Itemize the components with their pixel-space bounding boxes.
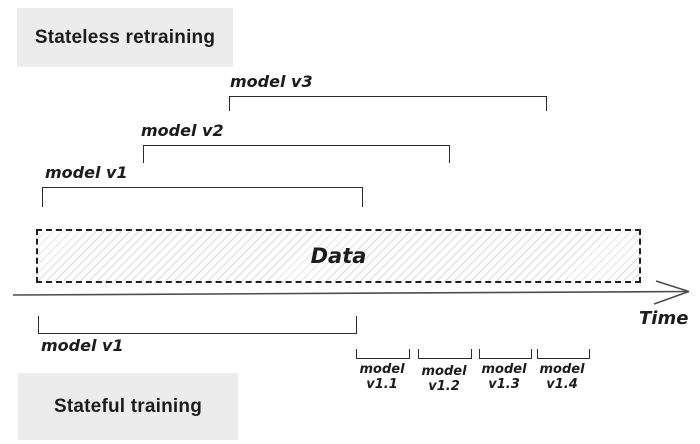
model-v1-4-version: v1.4 <box>546 377 578 392</box>
model-v1-3-bracket <box>479 349 532 359</box>
model-v1-3-label: model v1.3 <box>474 362 534 392</box>
model-v1-2-version: v1.2 <box>428 379 460 394</box>
model-v1-bracket <box>42 187 363 207</box>
model-v1-4-name: model <box>539 362 585 377</box>
model-v1-4-label: model v1.4 <box>532 362 592 392</box>
stateful-model-v1-bracket <box>38 316 357 334</box>
stateless-retraining-header: Stateless retraining <box>17 8 233 67</box>
data-band-label: Data <box>310 244 367 268</box>
data-band: Data <box>36 229 641 283</box>
model-v3-bracket <box>229 96 547 111</box>
stateful-model-v1-label: model v1 <box>41 336 124 355</box>
model-v1-2-name: model <box>421 364 467 379</box>
model-v1-label: model v1 <box>45 163 128 182</box>
model-v1-3-version: v1.3 <box>488 377 520 392</box>
model-v1-2-label: model v1.2 <box>414 364 474 394</box>
model-v1-1-version: v1.1 <box>366 377 398 392</box>
stateful-training-header: Stateful training <box>18 373 238 440</box>
model-v1-4-bracket <box>537 349 590 359</box>
model-v1-1-name: model <box>359 362 405 377</box>
stateful-training-title: Stateful training <box>53 395 202 417</box>
model-v2-bracket <box>143 145 450 163</box>
model-v1-2-bracket <box>418 349 472 359</box>
model-v2-label: model v2 <box>141 121 224 140</box>
model-v3-label: model v3 <box>230 72 313 91</box>
stateless-retraining-title: Stateless retraining <box>34 26 216 48</box>
model-v1-1-bracket <box>356 349 410 359</box>
model-v1-1-label: model v1.1 <box>352 362 412 392</box>
time-axis-label: Time <box>639 308 689 329</box>
model-v1-3-name: model <box>481 362 527 377</box>
